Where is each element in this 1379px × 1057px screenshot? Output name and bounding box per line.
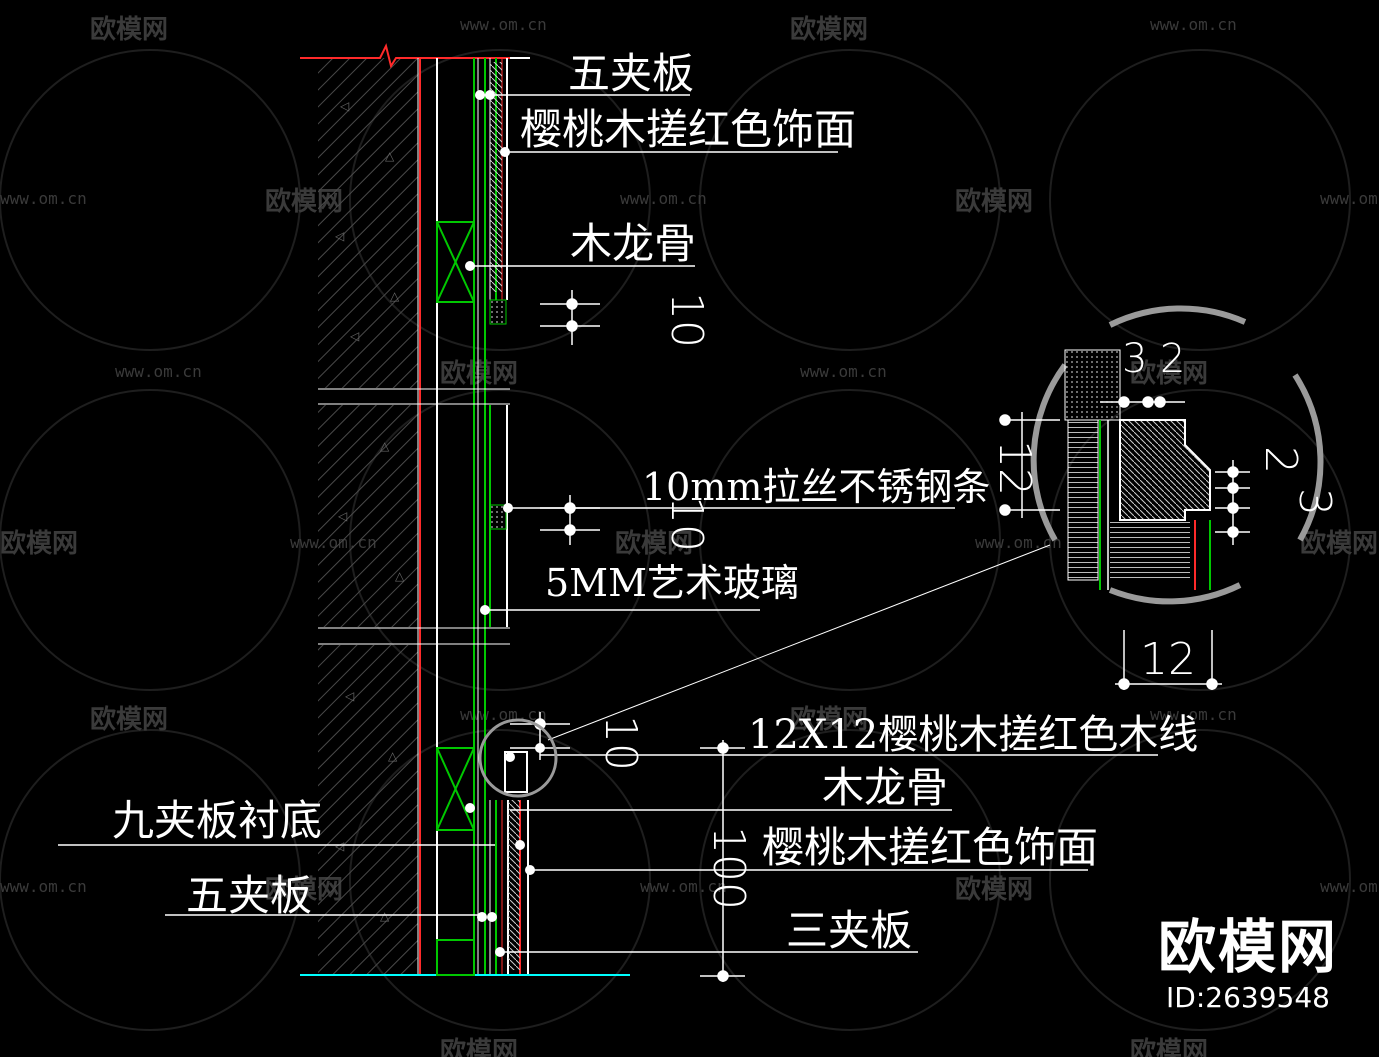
- label-cherry-face-top: 樱桃木搓红色饰面: [520, 105, 856, 154]
- svg-text:◁: ◁: [344, 689, 354, 703]
- svg-text:△: △: [395, 569, 405, 583]
- label-wood-keel-bottom: 木龙骨: [822, 763, 948, 812]
- svg-text:△: △: [390, 289, 400, 303]
- concrete-wall: ◁ △ ◁ △ ◁ △ ◁ △ ◁ △ ◁ △: [318, 58, 418, 975]
- leader-dots: [465, 90, 545, 957]
- detail-dim-3: 3: [1122, 336, 1147, 382]
- detail-dim-12-bottom: 12: [1140, 634, 1196, 685]
- watermark-url-text: www.om.cn: [800, 362, 887, 381]
- brand-logo: 欧模网 ID:2639548: [1158, 915, 1338, 1015]
- label-wood-keel-top: 木龙骨: [570, 219, 696, 268]
- watermark-url-text: www.om.cn: [640, 877, 727, 896]
- watermark-brand-text: 欧模网: [90, 14, 168, 45]
- label-art-glass: 5MM艺术玻璃: [545, 561, 799, 605]
- svg-text:△: △: [385, 149, 395, 163]
- dim-10-upper: 10: [661, 292, 712, 348]
- face-strips: [489, 62, 528, 970]
- svg-text:◁: ◁: [334, 839, 344, 853]
- watermark-url-text: www.om.cn: [1320, 189, 1379, 208]
- watermark-url-text: www.om.cn: [620, 189, 707, 208]
- watermark-brand-text: 欧模网: [955, 186, 1033, 217]
- label-five-ply-top: 五夹板: [568, 49, 694, 98]
- svg-text:◁: ◁: [337, 509, 347, 523]
- leader-lines: [58, 94, 1158, 953]
- watermark-url-text: www.om.cn: [1150, 705, 1237, 724]
- wood-keels: [436, 221, 475, 976]
- callout-circle: [478, 718, 558, 798]
- watermark-brand-text: 欧模网: [790, 704, 868, 735]
- dim-100: 100: [703, 826, 754, 910]
- dimension-texts: 10 10 10 100 3 2 12 2 3 12: [595, 292, 1340, 910]
- svg-text:△: △: [380, 439, 390, 453]
- svg-text:◁: ◁: [349, 329, 359, 343]
- watermark-brand-text: 欧模网: [90, 704, 168, 735]
- svg-text:◁: ◁: [339, 99, 349, 113]
- detail-dim-2-right: 2: [1255, 446, 1306, 474]
- detail-dim-3-right: 3: [1289, 488, 1340, 516]
- watermark-brand-text: 欧模网: [1300, 528, 1378, 559]
- label-cherry-face-bottom: 樱桃木搓红色饰面: [762, 823, 1098, 872]
- detail-dim-2-top: 2: [1160, 336, 1185, 382]
- dim-10-lower: 10: [595, 715, 646, 771]
- watermark-brand-text: 欧模网: [0, 528, 78, 559]
- dim-10-middle: 10: [661, 496, 712, 552]
- watermark-brand-text: 欧模网: [1130, 358, 1208, 389]
- watermark-url-text: www.om.cn: [115, 362, 202, 381]
- brand-name: 欧模网: [1158, 913, 1339, 981]
- label-five-ply-bottom: 五夹板: [186, 871, 312, 920]
- labels: 五夹板 樱桃木搓红色饰面 木龙骨 10mm拉丝不锈钢条 5MM艺术玻璃 12X1…: [112, 49, 1198, 955]
- watermark-brand-text: 欧模网: [955, 874, 1033, 905]
- label-nine-ply-base: 九夹板衬底: [112, 796, 322, 845]
- watermark-brand-text: 欧模网: [440, 1036, 518, 1057]
- watermark-url-text: www.om.cn: [0, 189, 87, 208]
- watermark-brand-text: 欧模网: [440, 358, 518, 389]
- watermark-brand-text: 欧模网: [1130, 1036, 1208, 1057]
- wall-lines: [300, 58, 630, 976]
- watermark-url-text: www.om.cn: [1150, 15, 1237, 34]
- watermark-brand-text: 欧模网: [615, 528, 693, 559]
- detail-enlargement: [999, 305, 1324, 690]
- dimension-marks: [510, 290, 745, 982]
- label-cherry-trim: 12X12樱桃木搓红色木线: [748, 712, 1198, 758]
- watermark-url-text: www.om.cn: [1320, 877, 1379, 896]
- watermark-url-text: www.om.cn: [460, 15, 547, 34]
- watermark-url-text: www.om.cn: [0, 877, 87, 896]
- label-steel-strip: 10mm拉丝不锈钢条: [642, 465, 990, 509]
- break-line: [300, 43, 530, 69]
- svg-text:◁: ◁: [334, 229, 344, 243]
- detail-dim-12-vertical: 12: [989, 440, 1040, 496]
- label-three-ply: 三夹板: [786, 906, 912, 955]
- svg-text:△: △: [388, 749, 398, 763]
- watermark-url-text: www.om.cn: [975, 533, 1062, 552]
- watermark-brand-text: 欧模网: [790, 14, 868, 45]
- brand-id: ID:2639548: [1166, 981, 1330, 1014]
- svg-text:△: △: [380, 909, 390, 923]
